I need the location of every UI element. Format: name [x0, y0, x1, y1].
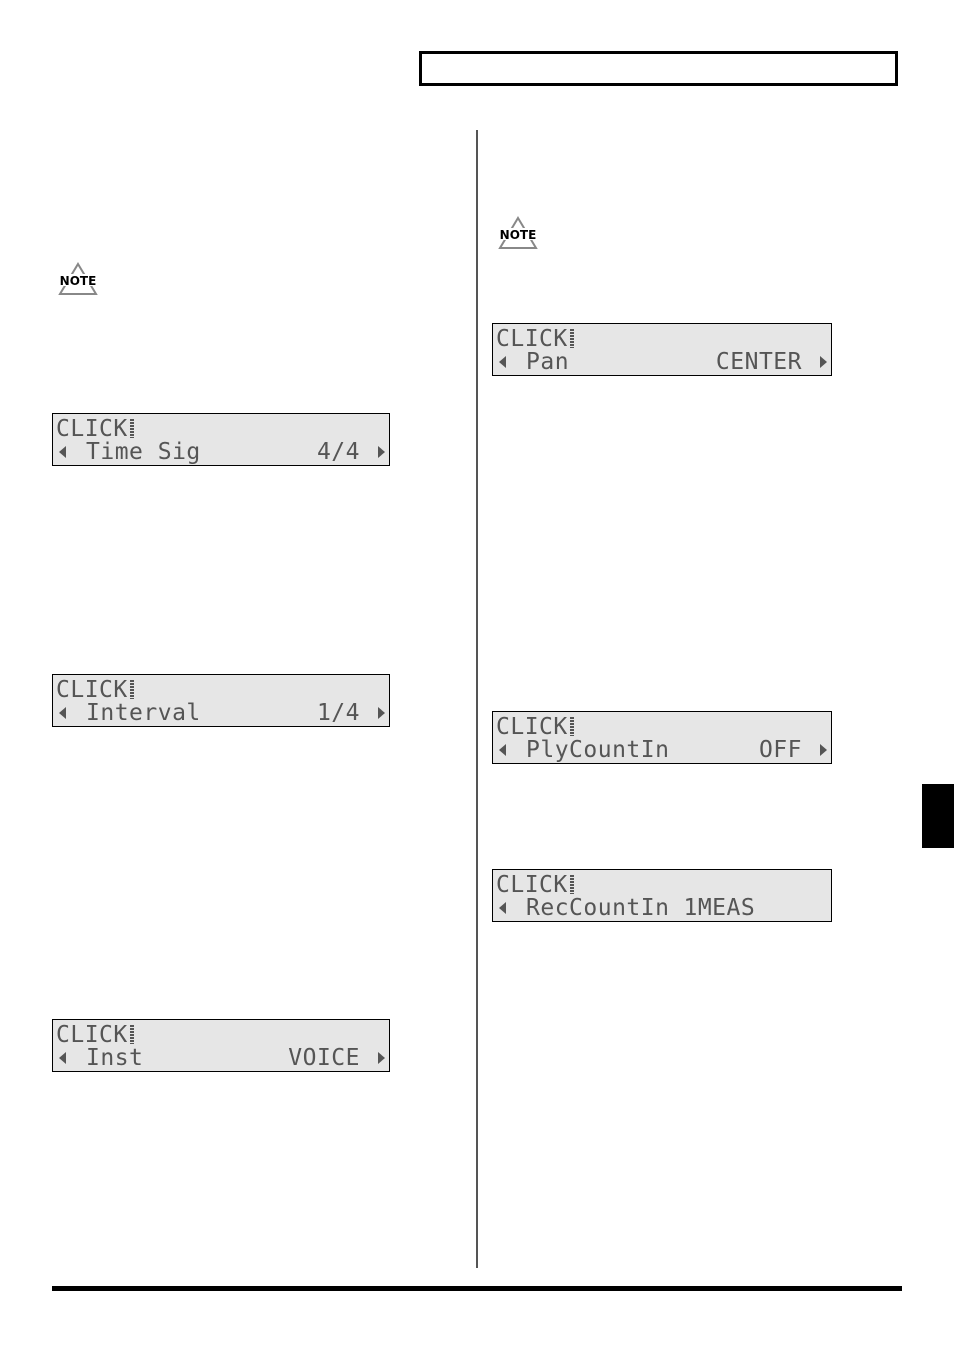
lcd-left-arrow-icon [499, 356, 506, 368]
lcd-parameter: Interval [86, 700, 201, 726]
lcd-parameter: RecCountIn [526, 895, 670, 921]
lcd-display-play-count-in: CLICK PlyCountIn OFF [492, 711, 832, 764]
lcd-right-arrow-icon [820, 356, 827, 368]
lcd-left-arrow-icon [59, 1052, 66, 1064]
lcd-value: VOICE [288, 1045, 360, 1071]
lcd-title: CLICK [496, 872, 568, 898]
lcd-display-inst: CLICK Inst VOICE [52, 1019, 390, 1072]
lcd-cursor-icon [129, 419, 134, 438]
lcd-cursor-icon [569, 329, 574, 348]
lcd-title: CLICK [56, 416, 128, 442]
lcd-title: CLICK [56, 677, 128, 703]
lcd-cursor-icon [129, 1025, 134, 1044]
lcd-value: OFF [758, 737, 802, 763]
lcd-parameter: Pan [526, 349, 570, 375]
lcd-parameter: Inst [86, 1045, 144, 1071]
lcd-left-arrow-icon [499, 744, 506, 756]
lcd-display-pan: CLICK Pan CENTER [492, 323, 832, 376]
lcd-display-time-sig: CLICK Time Sig 4/4 [52, 413, 390, 466]
lcd-title: CLICK [496, 714, 568, 740]
lcd-value: 4/4 [316, 439, 360, 465]
lcd-value: 1/4 [316, 700, 360, 726]
section-header-box [419, 51, 898, 86]
footer-rule [52, 1286, 902, 1291]
lcd-right-arrow-icon [378, 707, 385, 719]
lcd-title: CLICK [496, 326, 568, 352]
lcd-value: 1MEAS [683, 895, 756, 921]
note-icon-label: NOTE [500, 228, 537, 242]
chapter-thumb-tab [922, 784, 954, 848]
lcd-left-arrow-icon [499, 902, 506, 914]
lcd-right-arrow-icon [378, 1052, 385, 1064]
column-divider [476, 130, 478, 1268]
lcd-title: CLICK [56, 1022, 128, 1048]
lcd-parameter: Time Sig [86, 439, 201, 465]
note-icon: NOTE [496, 216, 540, 249]
lcd-value: CENTER [715, 349, 802, 375]
lcd-left-arrow-icon [59, 707, 66, 719]
lcd-display-rec-count-in: CLICK RecCountIn 1MEAS [492, 869, 832, 922]
lcd-cursor-icon [569, 875, 574, 894]
note-icon-label: NOTE [60, 274, 97, 288]
note-icon: NOTE [56, 262, 100, 295]
lcd-display-interval: CLICK Interval 1/4 [52, 674, 390, 727]
lcd-right-arrow-icon [378, 446, 385, 458]
lcd-cursor-icon [129, 680, 134, 699]
lcd-cursor-icon [569, 717, 574, 736]
lcd-left-arrow-icon [59, 446, 66, 458]
lcd-right-arrow-icon [820, 744, 827, 756]
lcd-parameter: PlyCountIn [526, 737, 670, 763]
